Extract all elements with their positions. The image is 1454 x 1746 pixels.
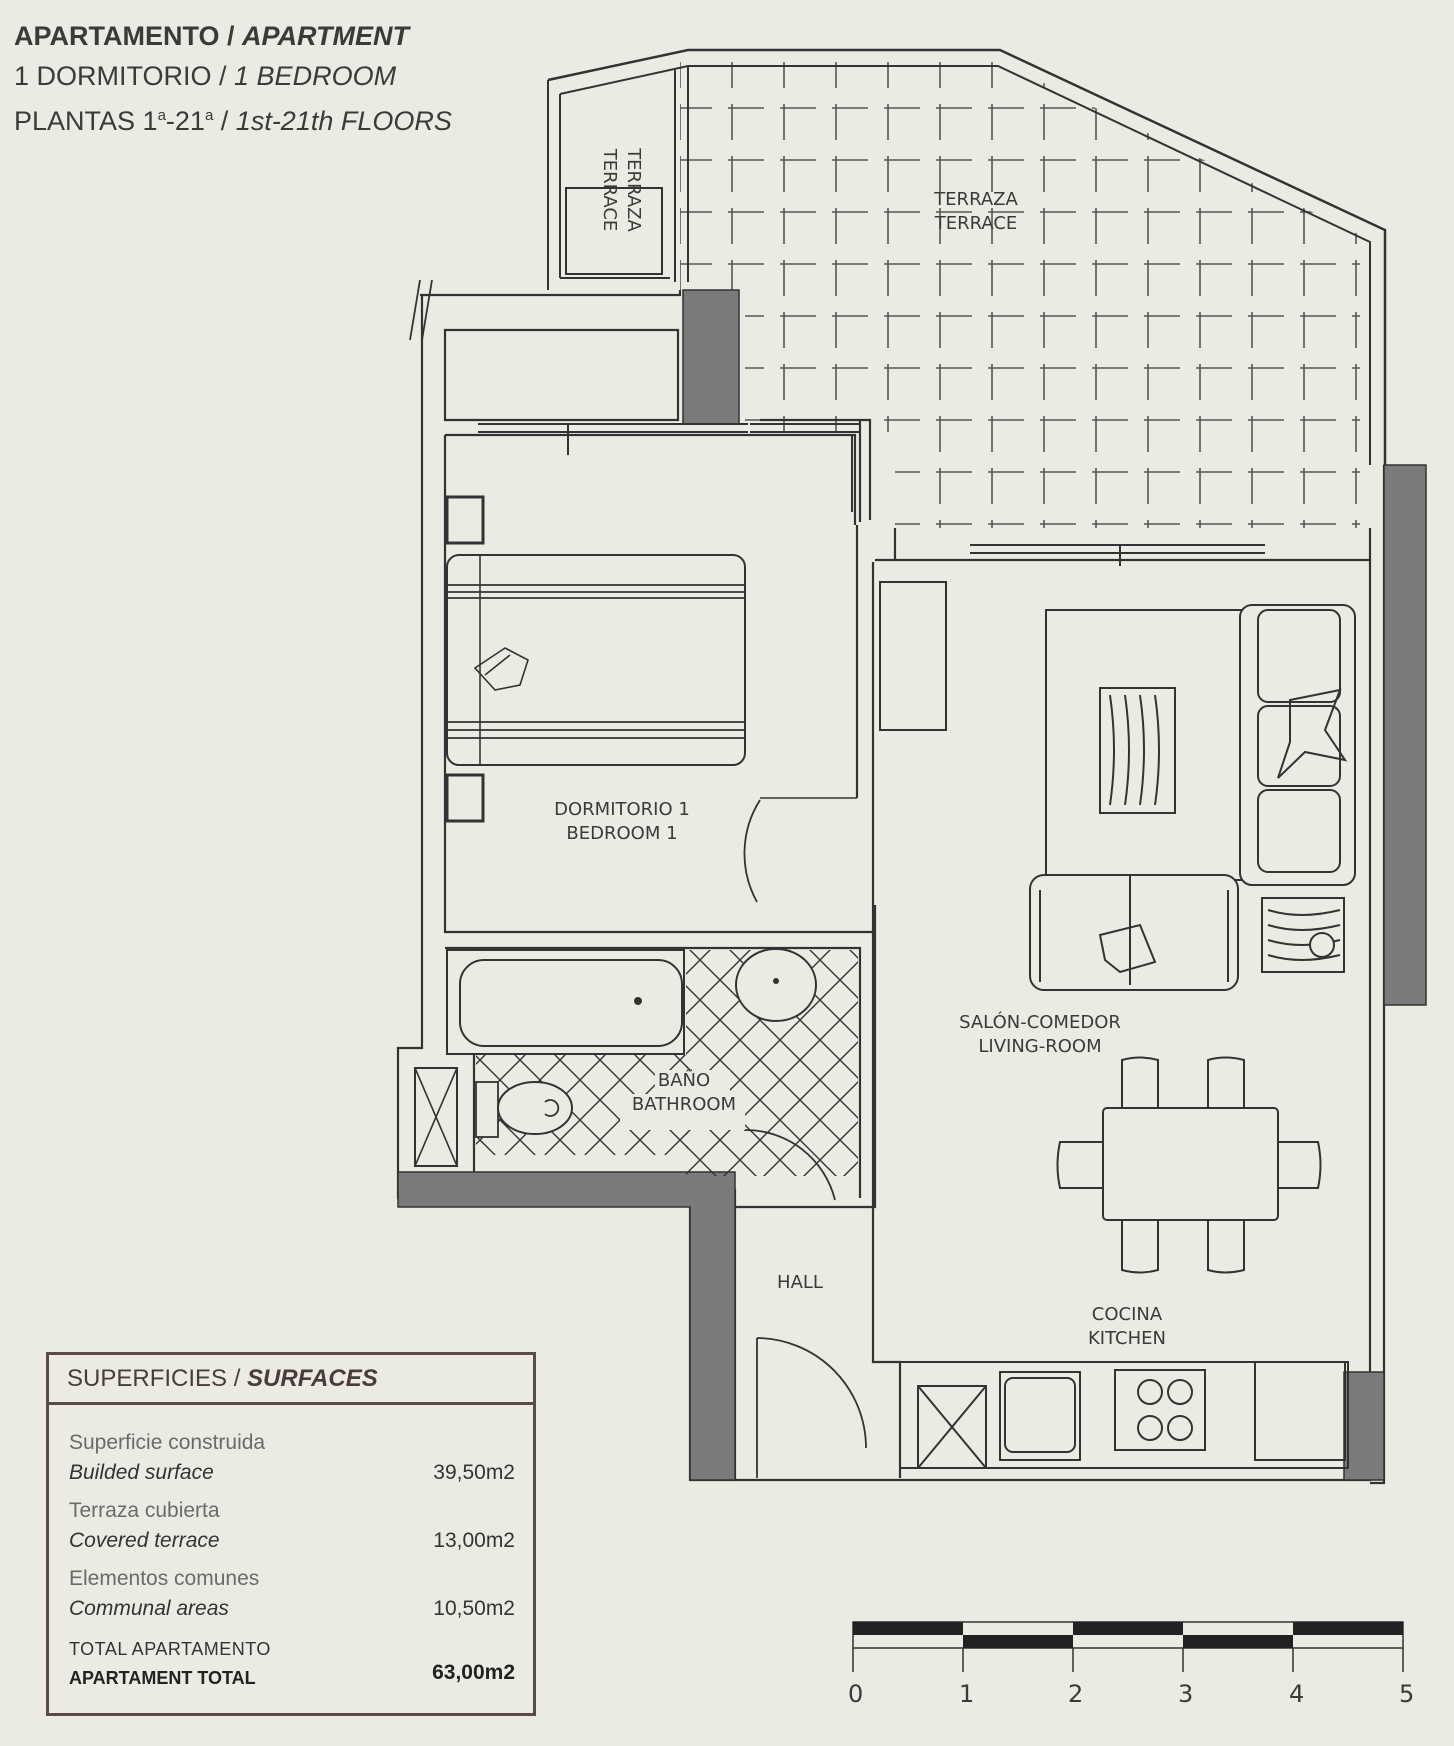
- kitchen-label-es: COCINA: [1092, 1304, 1163, 1325]
- living-label-es: SALÓN-COMEDOR: [959, 1011, 1121, 1033]
- scale-bar: [852, 1621, 1404, 1672]
- surface-row-builded: Superficie construida Builded surface 39…: [69, 1431, 515, 1484]
- scale-label-1: 1: [959, 1680, 975, 1708]
- windows: [478, 423, 1265, 566]
- hall-label: HALL: [777, 1272, 823, 1293]
- scale-label-3: 3: [1178, 1680, 1194, 1708]
- surface-row-total: TOTAL APARTAMENTO APARTAMENT TOTAL 63,00…: [69, 1639, 515, 1688]
- bathroom-label-es: BAÑO: [658, 1069, 710, 1091]
- bathroom: BAÑO BATHROOM: [414, 948, 858, 1201]
- scale-label-4: 4: [1289, 1680, 1305, 1708]
- kitchen: COCINA KITCHEN: [899, 1304, 1349, 1469]
- kitchen-label-en: KITCHEN: [1088, 1328, 1166, 1349]
- title-floors: PLANTAS 1a-21a / 1st-21th FLOORS: [14, 106, 452, 136]
- scale-label-0: 0: [848, 1680, 864, 1708]
- bedroom-label-es: DORMITORIO 1: [554, 799, 690, 820]
- surfaces-title: SUPERFICIES / SURFACES: [49, 1355, 533, 1405]
- bedroom-label-en: BEDROOM 1: [566, 823, 677, 844]
- surface-row-terrace: Terraza cubierta Covered terrace 13,00m2: [69, 1499, 515, 1552]
- bedroom: DORMITORIO 1 BEDROOM 1: [445, 495, 857, 903]
- terrace-area: TERRAZA TERRACE TERRAZA TERRACE: [547, 48, 1387, 528]
- dark-walls: [397, 289, 1427, 1481]
- scale-label-2: 2: [1068, 1680, 1084, 1708]
- title-bedrooms: 1 DORMITORIO / 1 BEDROOM: [14, 61, 397, 91]
- title-type: APARTAMENTO / APARTMENT: [14, 21, 409, 51]
- scale-label-5: 5: [1399, 1680, 1415, 1708]
- terrace-small-label-es: TERRAZA: [623, 147, 644, 232]
- bathroom-label-en: BATHROOM: [632, 1094, 736, 1115]
- terrace-label-es: TERRAZA: [933, 189, 1018, 210]
- terrace-small-label-en: TERRACE: [599, 148, 620, 232]
- hall: HALL: [756, 1272, 867, 1478]
- living-room: SALÓN-COMEDOR LIVING-ROOM: [879, 581, 1356, 1274]
- terrace-label-en: TERRACE: [934, 213, 1018, 234]
- surface-row-communal: Elementos comunes Communal areas 10,50m2: [69, 1567, 515, 1620]
- living-label-en: LIVING-ROOM: [978, 1036, 1101, 1057]
- surfaces-table: SUPERFICIES / SURFACES Superficie constr…: [46, 1352, 536, 1716]
